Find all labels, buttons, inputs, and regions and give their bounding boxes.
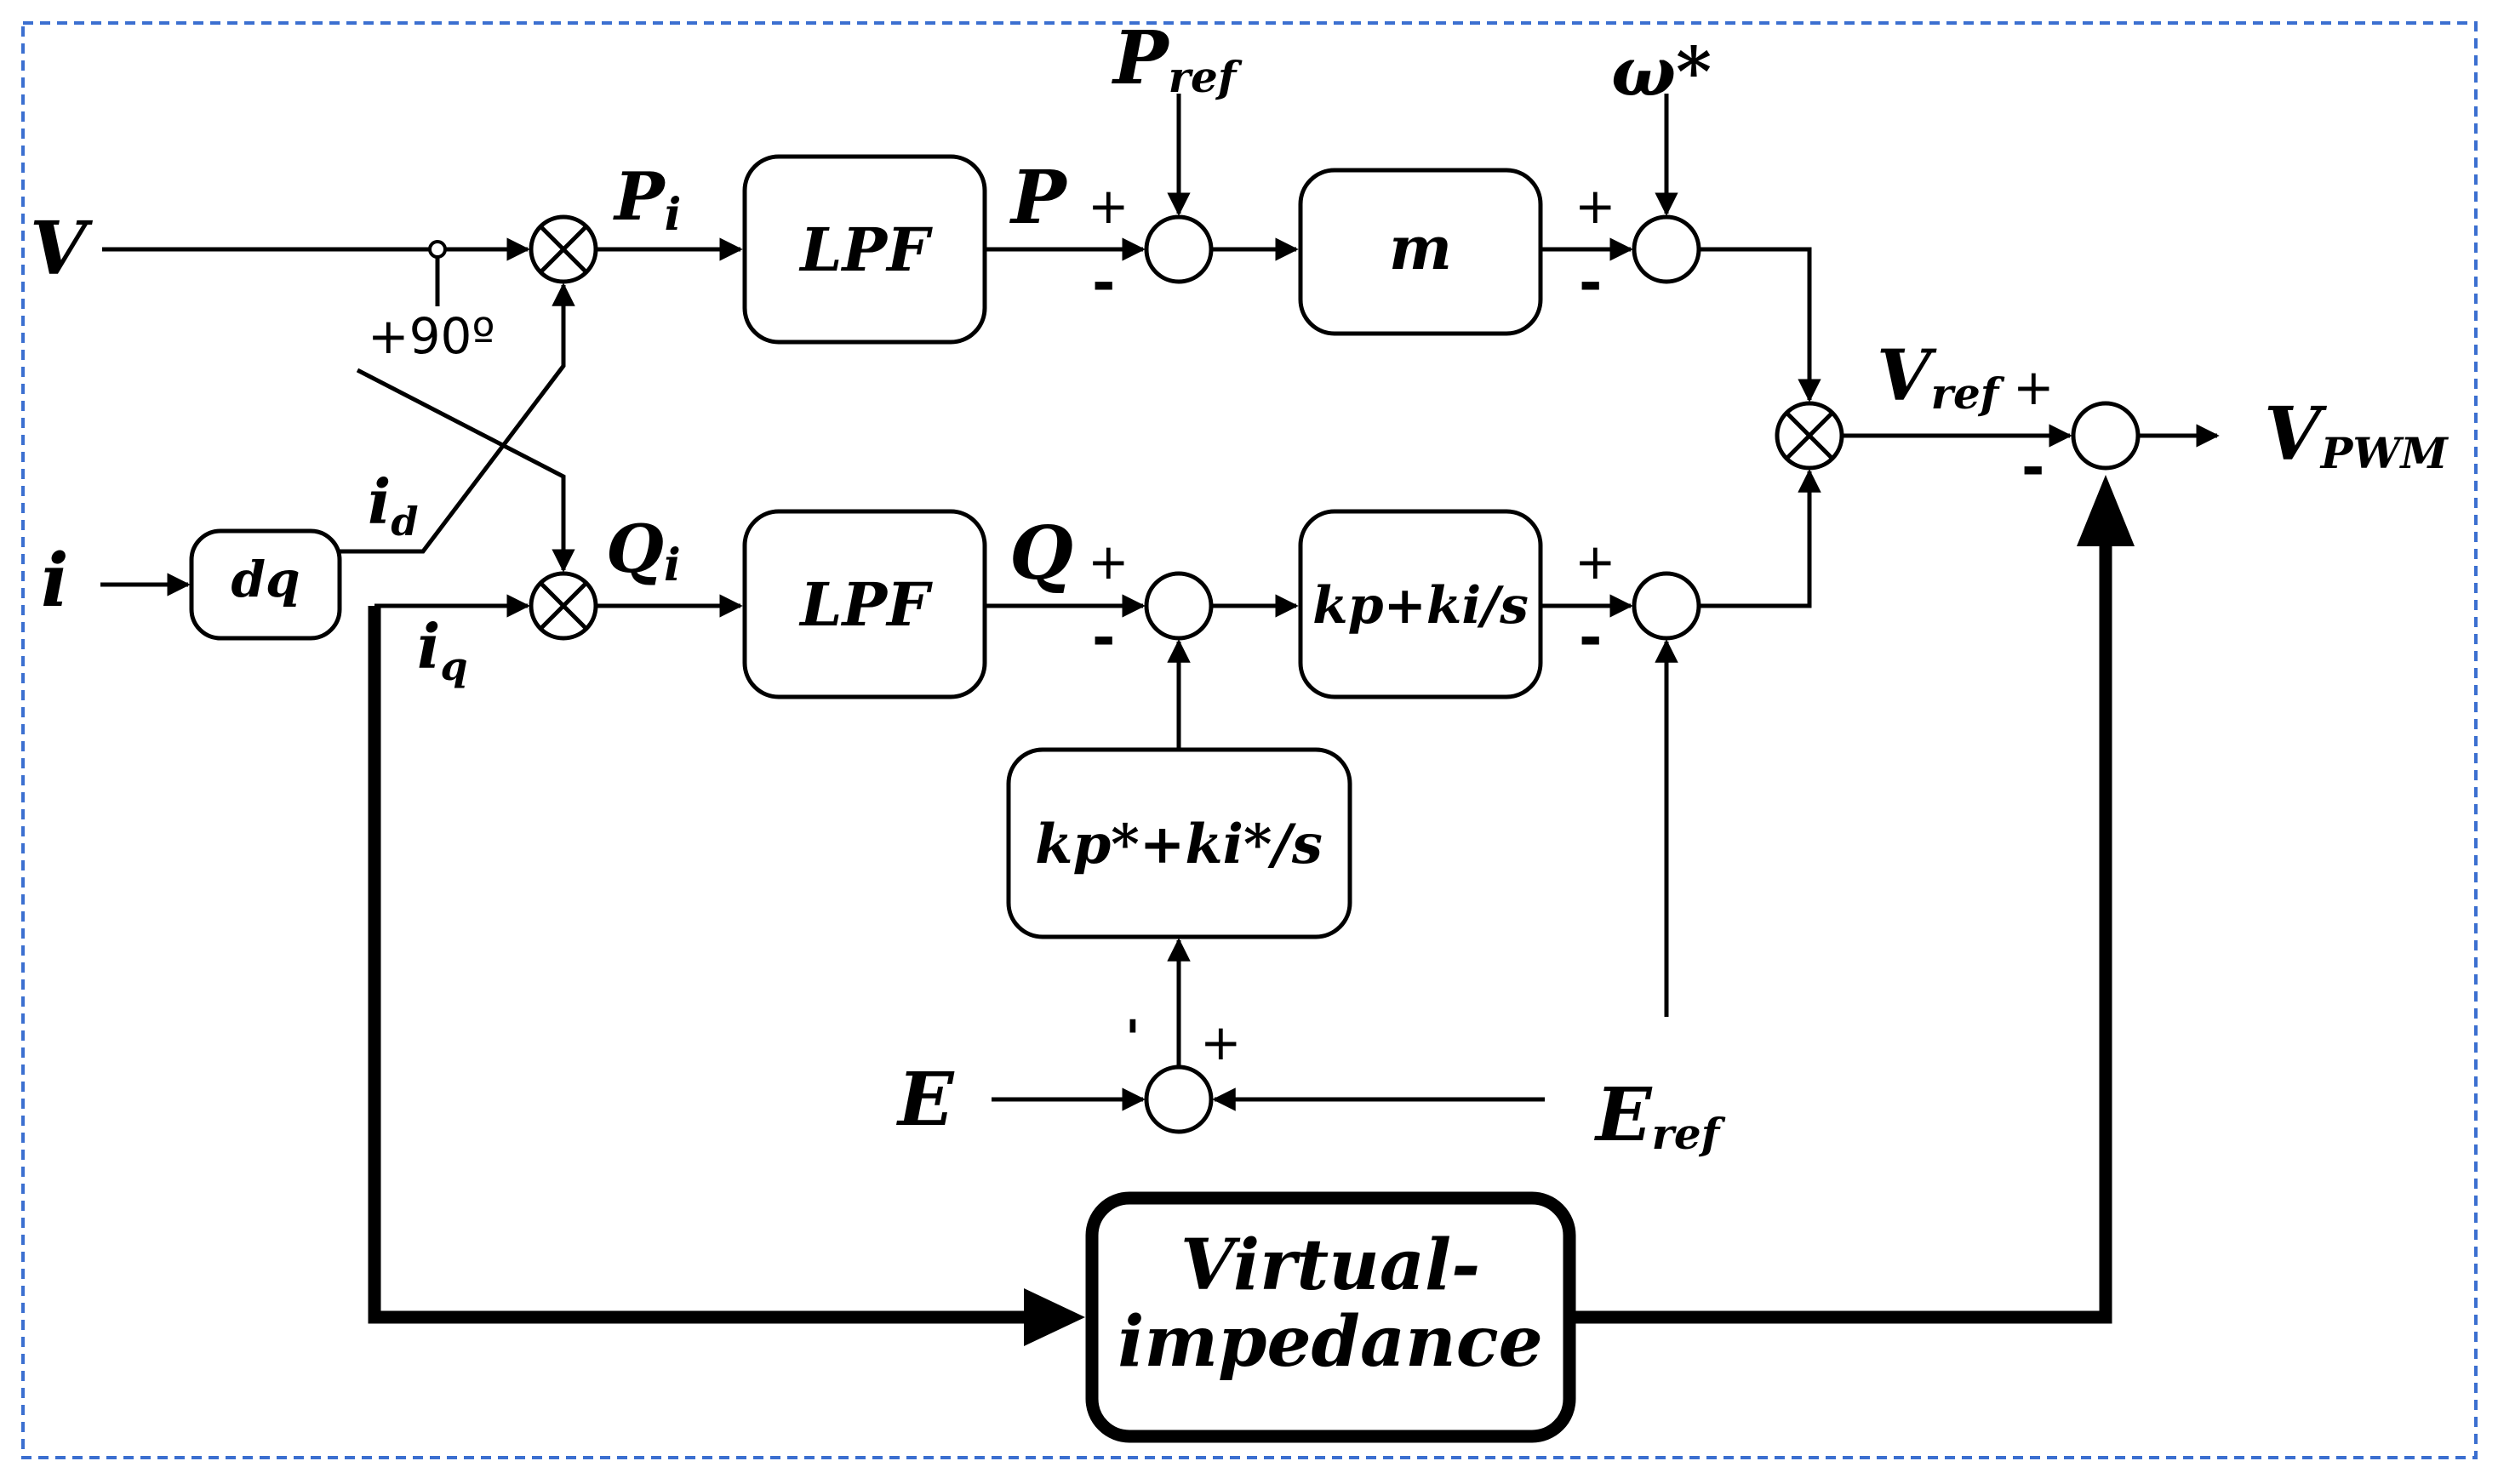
input-e-label: E xyxy=(895,1057,955,1143)
sum-v-out xyxy=(2071,401,2141,471)
signal-iq-label: iq xyxy=(417,610,468,689)
input-v-label: V xyxy=(30,206,94,292)
block-pi-q-label: kp+ki/s xyxy=(1312,576,1529,636)
signal-q-label: Q xyxy=(1009,511,1073,596)
svg-text:-: - xyxy=(1579,250,1602,316)
arrow-into-virtual-impedance xyxy=(1024,1288,1085,1346)
block-pi-e-label: kp*+ki*/s xyxy=(1035,813,1323,876)
block-lpf-bottom-label: LPF xyxy=(798,569,933,640)
svg-text:-: - xyxy=(2021,435,2044,500)
svg-text:': ' xyxy=(1125,1009,1140,1067)
input-omega-label: ω* xyxy=(1611,31,1712,111)
sum-p xyxy=(1144,214,1214,284)
signal-qi-label: Qi xyxy=(606,511,681,591)
sum-e-ref xyxy=(1632,571,1701,641)
tap-node xyxy=(428,240,447,259)
block-m: m xyxy=(1298,168,1543,336)
signal-id-label: id xyxy=(368,465,419,545)
sum-q xyxy=(1144,571,1214,641)
multiplier-v xyxy=(1775,401,1844,471)
input-eref-label: Eref xyxy=(1593,1072,1726,1159)
sign-markers: + - + - + - + - + - ' + xyxy=(1088,177,2055,1071)
svg-text:-: - xyxy=(1579,605,1602,671)
block-virtual-label-1: Virtual- xyxy=(1180,1224,1480,1306)
block-virtual-impedance: Virtual- impedance xyxy=(1085,1191,1576,1443)
svg-text:-: - xyxy=(1092,605,1115,671)
diagram-frame xyxy=(21,21,2478,1459)
arrow-into-output-sum xyxy=(2077,475,2135,546)
signal-vref-label: Vref xyxy=(1877,335,2005,419)
sum-omega xyxy=(1632,214,1701,284)
input-i-label: i xyxy=(41,538,69,624)
svg-text:+: + xyxy=(1575,177,1616,235)
svg-text:+: + xyxy=(2013,358,2055,416)
block-virtual-label-2: impedance xyxy=(1118,1301,1543,1383)
block-pi-q: kp+ki/s xyxy=(1298,509,1543,699)
svg-text:+: + xyxy=(1575,533,1616,591)
virtual-impedance-path xyxy=(368,545,2112,1324)
svg-text:+: + xyxy=(1088,177,1129,235)
block-dq: dq xyxy=(189,528,342,641)
signal-p-label: P xyxy=(1009,155,1068,241)
svg-text:+: + xyxy=(1088,533,1129,591)
multiplier-q xyxy=(529,571,598,641)
signal-wires xyxy=(100,94,2220,1111)
block-pi-e: kp*+ki*/s xyxy=(1006,747,1352,939)
block-dq-label: dq xyxy=(231,551,300,608)
block-lpf-top-label: LPF xyxy=(798,214,933,285)
phase-shift-label: +90º xyxy=(368,307,495,365)
output-vpwm-label: VPWM xyxy=(2264,391,2449,478)
svg-text:-: - xyxy=(1092,250,1115,316)
svg-text:+: + xyxy=(1200,1013,1242,1071)
multiplier-p xyxy=(529,214,598,284)
input-pref-label: Pref xyxy=(1111,15,1243,102)
signal-pi-label: Pi xyxy=(613,158,681,241)
block-m-label: m xyxy=(1389,213,1452,283)
block-lpf-bottom: LPF xyxy=(742,509,987,699)
block-lpf-top: LPF xyxy=(742,154,987,345)
sum-e xyxy=(1144,1064,1214,1134)
